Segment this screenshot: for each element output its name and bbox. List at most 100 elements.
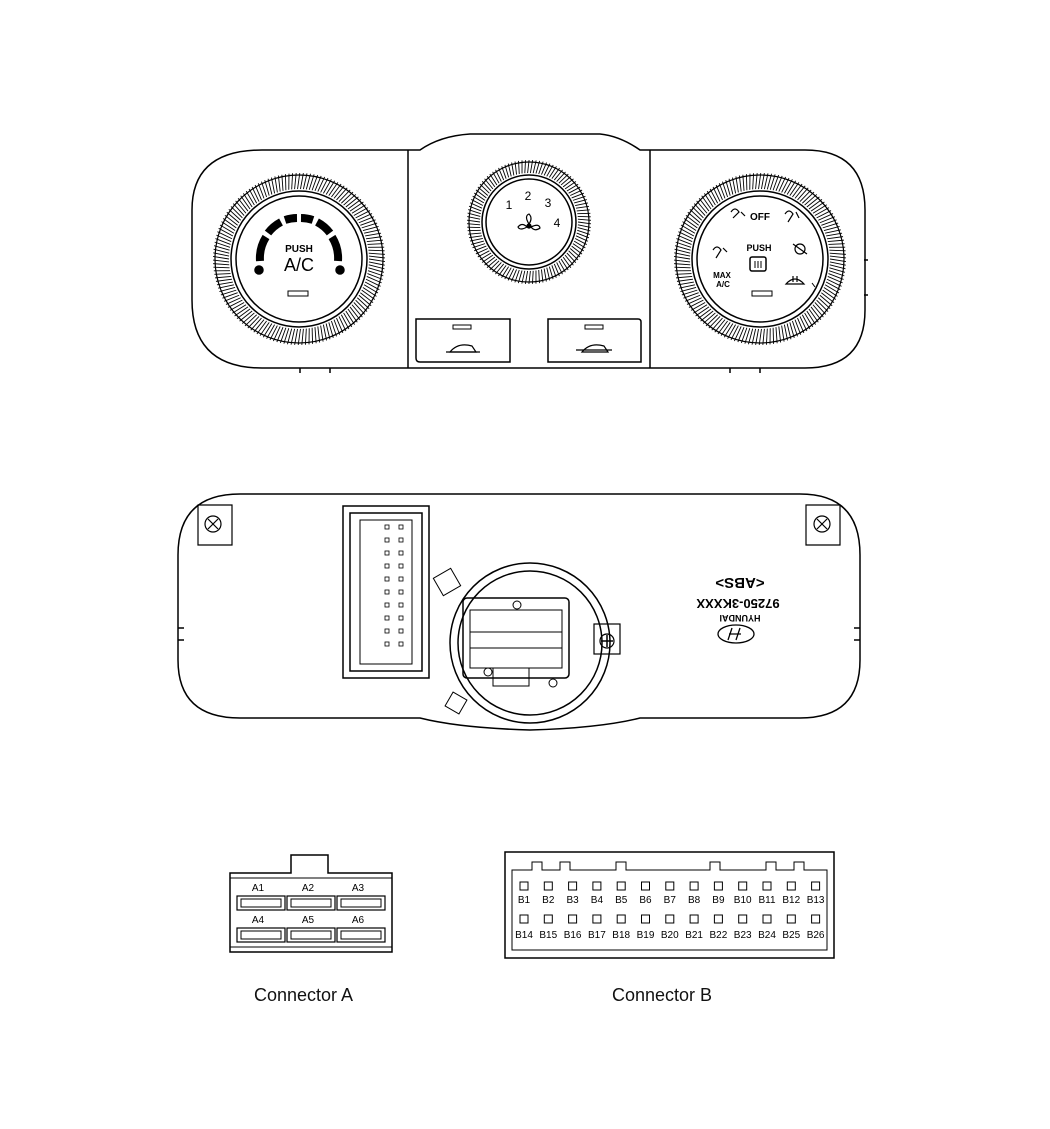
connector-b-pin-label: B9 xyxy=(712,895,725,906)
mode-knob[interactable] xyxy=(673,172,847,346)
connector-b-terminal xyxy=(786,881,796,891)
fan-speed-knob[interactable] xyxy=(466,159,592,285)
fan-speed-1: 1 xyxy=(506,198,513,212)
connector-b-terminal xyxy=(738,881,748,891)
vent-icon xyxy=(730,208,746,219)
bi-level-icon xyxy=(784,210,800,223)
connector-a-pin-label: A5 xyxy=(302,915,315,926)
connector-a-pin-label: A2 xyxy=(302,883,315,894)
connector-b-pin-label: B11 xyxy=(758,895,775,906)
connector-b-pin-label: B18 xyxy=(612,930,630,941)
connector-b-terminal xyxy=(786,914,796,924)
connector-b-terminal xyxy=(762,914,772,924)
connector-b-pin-label: B25 xyxy=(782,930,800,941)
led-indicator-right xyxy=(751,290,773,297)
connector-b-caption: Connector B xyxy=(612,985,713,1005)
connector-b-terminal xyxy=(592,914,602,924)
connector-b-pin-label: B22 xyxy=(710,930,728,941)
rear-marking-abs: <ABS> xyxy=(715,574,764,591)
connector-b-terminal xyxy=(738,914,748,924)
actuator-motor xyxy=(432,562,621,724)
connector-b-pin-label: B5 xyxy=(615,895,628,906)
connector-a-terminal xyxy=(286,895,336,911)
fan-speed-2: 2 xyxy=(525,189,532,203)
connector-b-pin-label: B8 xyxy=(688,895,701,906)
connector-b-pin-label: B26 xyxy=(807,930,825,941)
connector-a-terminal xyxy=(286,927,336,943)
connector-b-terminal xyxy=(592,881,602,891)
temperature-knob[interactable] xyxy=(212,172,386,346)
front-panel xyxy=(191,133,868,373)
connector-a-terminal-slot xyxy=(290,930,332,940)
connector-b-terminal xyxy=(519,914,529,924)
connector-b-pin-label: B15 xyxy=(539,930,557,941)
recirculation-button[interactable] xyxy=(415,318,511,363)
connector-a-terminal-slot xyxy=(240,898,282,908)
connector-b-pin-label: B17 xyxy=(588,930,606,941)
fresh-air-button[interactable] xyxy=(547,318,642,363)
screw-right xyxy=(805,504,841,546)
connector-a-terminal xyxy=(236,927,286,943)
connector-a-pin-label: A6 xyxy=(352,915,365,926)
connector-b-pin-label: B24 xyxy=(758,930,776,941)
fan-speed-4: 4 xyxy=(554,216,561,230)
connector-b-pin-label: B6 xyxy=(639,895,652,906)
connector-b-pin-label: B14 xyxy=(515,930,533,941)
connector-a-outline xyxy=(229,854,393,953)
connector-b-terminal xyxy=(713,881,723,891)
connector-b-terminal xyxy=(519,881,529,891)
connector-a-terminal-slot xyxy=(290,898,332,908)
left-push-label: PUSH xyxy=(285,244,313,255)
connector-b-pin-label: B10 xyxy=(734,895,752,906)
knurled-ring xyxy=(212,172,386,346)
connector-a-terminal xyxy=(336,895,386,911)
rear-panel-labels: <ABS> 97250-3KXXX HYUNDAI xyxy=(696,574,779,623)
connector-a-terminal xyxy=(236,895,286,911)
connector-b-pin-label: B23 xyxy=(734,930,752,941)
fresh-air-icon xyxy=(580,344,610,353)
hyundai-logo xyxy=(717,624,755,644)
temperature-scale xyxy=(255,214,343,262)
connector-b-terminal xyxy=(713,914,723,924)
connector-a-terminal-slot xyxy=(340,898,382,908)
connector-b-terminal xyxy=(689,914,699,924)
recirculation-icon xyxy=(448,344,478,353)
connector-b-terminal xyxy=(762,881,772,891)
connector-a-pin-label: A3 xyxy=(352,883,365,894)
connector-b-pin-label: B19 xyxy=(637,930,655,941)
connector-b-terminal xyxy=(616,914,626,924)
connector-b-terminal xyxy=(616,881,626,891)
connector-a-terminal-slot xyxy=(240,930,282,940)
connector-b-pin-label: B16 xyxy=(564,930,582,941)
connector-a-pin-label: A4 xyxy=(252,915,265,926)
rear-marking-part-number: 97250-3KXXX xyxy=(696,596,779,611)
connector-a-terminal-slot xyxy=(340,930,382,940)
connector-b-terminal xyxy=(543,881,553,891)
connector-a-caption: Connector A xyxy=(254,985,354,1005)
connector-b-pin-label: B12 xyxy=(782,895,800,906)
connector-b-terminal xyxy=(665,914,675,924)
rear-panel-outline xyxy=(177,493,861,731)
max-label: MAX xyxy=(713,271,731,280)
connector-b-terminal xyxy=(689,881,699,891)
right-push-label: PUSH xyxy=(746,243,771,253)
connector-b-terminal xyxy=(543,914,553,924)
connector-b-pin-label: B1 xyxy=(518,895,531,906)
connector-b-pin-label: B3 xyxy=(566,895,579,906)
connector-b-terminal xyxy=(641,914,650,924)
screw-left xyxy=(197,504,233,546)
defrost-push-button xyxy=(749,256,767,272)
connector-b-pin-label: B2 xyxy=(542,895,555,906)
cold-dot xyxy=(254,265,264,275)
knurled-ring xyxy=(673,172,847,346)
connector-b-terminal xyxy=(811,914,821,924)
rear-connector-housing xyxy=(342,505,430,679)
hot-dot xyxy=(335,265,345,275)
connector-b-pin-label: B13 xyxy=(807,895,825,906)
rear-marking-brand: HYUNDAI xyxy=(719,613,760,623)
connector-b-pin-label: B4 xyxy=(591,895,604,906)
